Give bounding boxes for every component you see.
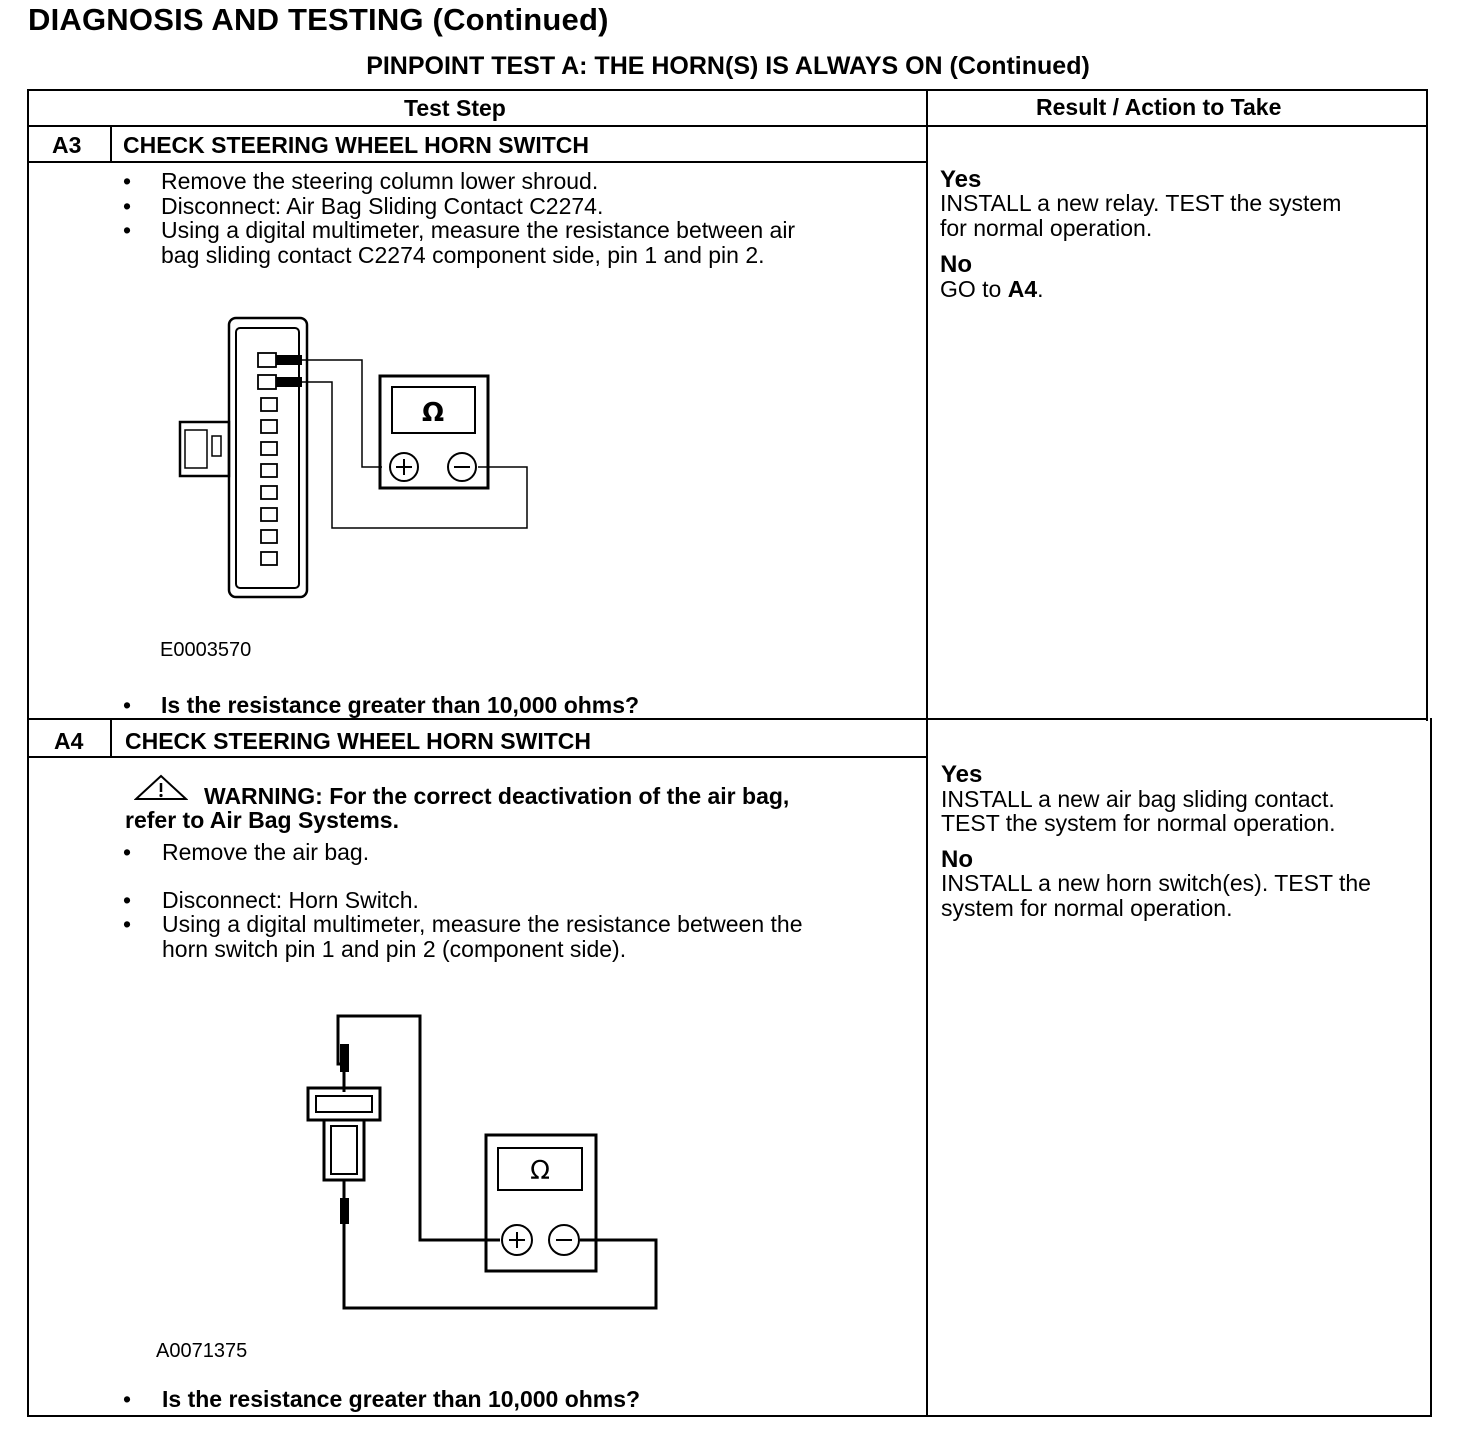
a3-question: Is the resistance greater than 10,000 oh…: [161, 692, 640, 718]
bullet-icon: •: [123, 887, 132, 913]
a3-no-suffix: .: [1037, 276, 1044, 302]
a4-diagram: Ω: [306, 1014, 658, 1310]
result-header: Result / Action to Take: [1036, 94, 1282, 120]
a4-warning-line-2: refer to Air Bag Systems.: [125, 807, 399, 833]
a4-no-line-1: INSTALL a new horn switch(es). TEST the: [941, 870, 1371, 896]
a3-figure-id: E0003570: [160, 639, 252, 661]
bullet-icon: •: [123, 217, 132, 243]
step-title-a4: CHECK STEERING WHEEL HORN SWITCH: [125, 728, 591, 754]
multimeter-icon: Ω: [484, 1133, 598, 1273]
multimeter-icon: Ω: [378, 374, 490, 490]
a4-yes-line-1: INSTALL a new air bag sliding contact.: [941, 786, 1335, 812]
a3-yes-line-1: INSTALL a new relay. TEST the system: [940, 190, 1342, 216]
a4-step-3-cont: horn switch pin 1 and pin 2 (component s…: [162, 936, 627, 962]
test-step-header: Test Step: [404, 95, 506, 121]
a3-diagram: Ω: [178, 316, 528, 599]
probe-tips: [340, 1044, 349, 1224]
step-id-a3: A3: [52, 132, 82, 158]
a3-no-prefix: GO to: [940, 276, 1008, 302]
a4-step-3: Using a digital multimeter, measure the …: [162, 911, 803, 937]
bullet-icon: •: [123, 1386, 132, 1412]
ohm-symbol: Ω: [530, 1156, 550, 1186]
a3-step-2: Disconnect: Air Bag Sliding Contact C227…: [161, 193, 604, 219]
a3-yes-label: Yes: [940, 166, 982, 193]
bullet-icon: •: [123, 193, 132, 219]
warning-triangle-icon: [134, 774, 188, 800]
a3-no-action: GO to A4.: [940, 277, 1044, 302]
pinpoint-test-title: PINPOINT TEST A: THE HORN(S) IS ALWAYS O…: [366, 52, 1090, 80]
a3-step-3-cont: bag sliding contact C2274 component side…: [161, 242, 765, 268]
goto-a4-link[interactable]: A4: [1007, 276, 1038, 302]
bullet-icon: •: [123, 692, 132, 718]
bullet-icon: •: [123, 839, 132, 865]
step-title-a3: CHECK STEERING WHEEL HORN SWITCH: [123, 132, 589, 158]
wiring: [336, 1014, 658, 1310]
a4-yes-line-2: TEST the system for normal operation.: [941, 810, 1336, 836]
a4-no-label: No: [941, 846, 973, 873]
probe-leads: [276, 355, 528, 529]
a4-question: Is the resistance greater than 10,000 oh…: [162, 1386, 641, 1412]
a3-step-3: Using a digital multimeter, measure the …: [161, 217, 796, 243]
a4-yes-label: Yes: [941, 761, 983, 788]
connector-icon: [178, 316, 309, 599]
a4-figure-id: A0071375: [156, 1340, 248, 1362]
a4-step-1: Remove the air bag.: [162, 839, 370, 865]
a3-step-1: Remove the steering column lower shroud.: [161, 168, 599, 194]
a3-yes-line-2: for normal operation.: [940, 215, 1153, 241]
step-id-a4: A4: [54, 728, 84, 754]
bullet-icon: •: [123, 168, 132, 194]
a3-no-label: No: [940, 251, 972, 278]
page-title: DIAGNOSIS AND TESTING (Continued): [28, 2, 609, 37]
a4-no-line-2: system for normal operation.: [941, 895, 1233, 921]
horn-switch-icon: [306, 1086, 382, 1182]
bullet-icon: •: [123, 911, 132, 937]
a4-step-2: Disconnect: Horn Switch.: [162, 887, 419, 913]
a4-warning-line-1: WARNING: For the correct deactivation of…: [204, 783, 790, 809]
ohm-symbol: Ω: [422, 398, 444, 428]
